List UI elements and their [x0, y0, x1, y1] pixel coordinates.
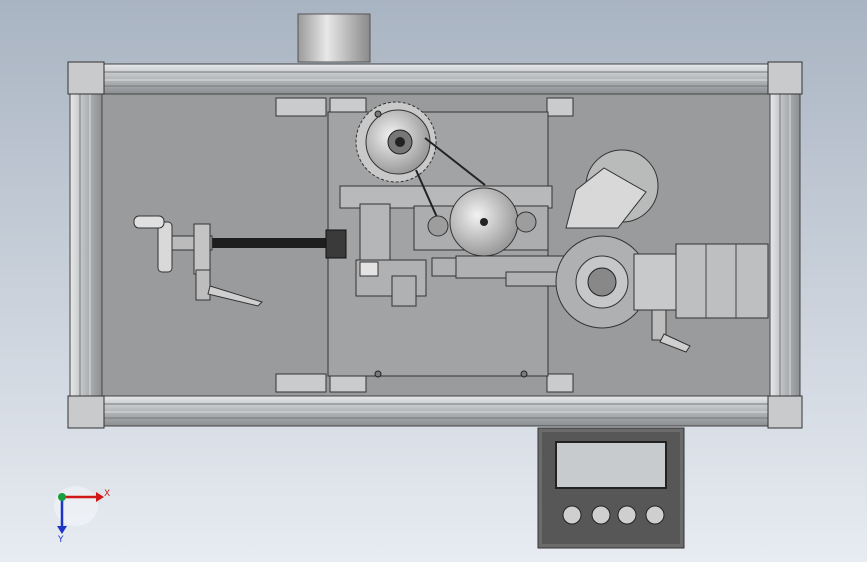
lead-screw — [206, 238, 346, 248]
output-flange — [555, 235, 677, 329]
bolts — [374, 110, 528, 378]
lead-screw-assembly — [133, 215, 347, 275]
screw-bearing-block — [193, 223, 211, 275]
controller-button-2[interactable] — [591, 505, 611, 525]
axis-triad: X Y — [54, 486, 110, 545]
pulley-drive — [339, 101, 553, 265]
corner-cap-bl — [67, 395, 105, 429]
corner-cap-tl — [67, 61, 105, 95]
slot-brackets — [275, 97, 574, 393]
motor-block — [675, 243, 769, 319]
x-axis-label: X — [104, 489, 110, 499]
top-cylinder — [297, 13, 371, 63]
clamp-lever — [195, 269, 263, 307]
frame-rail-bottom — [69, 395, 801, 427]
corner-cap-br — [767, 395, 803, 429]
hand-wheel-handle — [133, 215, 165, 229]
controller-box — [537, 427, 685, 549]
frame-rail-right — [769, 63, 801, 427]
screw-nut-block — [325, 229, 347, 259]
corner-cap-tr — [767, 61, 803, 95]
right-clamp-lever — [651, 309, 691, 353]
controller-button-1[interactable] — [562, 505, 582, 525]
y-axis-label: Y — [57, 535, 64, 545]
frame-rail-left — [69, 63, 103, 427]
controller-button-3[interactable] — [617, 505, 637, 525]
frame-rail-top — [69, 63, 801, 95]
controller-display — [555, 441, 667, 489]
aluminum-frame — [67, 61, 803, 429]
hand-wheel-disc — [157, 221, 173, 273]
z-axis-dot — [58, 493, 66, 501]
right-guard — [565, 149, 659, 229]
controller-button-4[interactable] — [645, 505, 665, 525]
